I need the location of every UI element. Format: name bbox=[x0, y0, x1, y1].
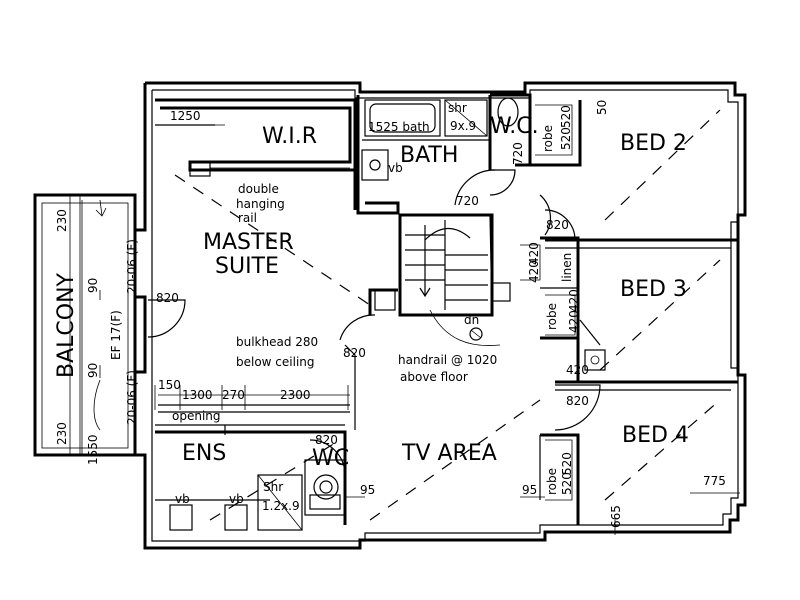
bulkhead-label-1: bulkhead 280 bbox=[236, 335, 318, 349]
dim-665: 665 bbox=[609, 505, 623, 528]
dim-2006-bot: 20-06 (F) bbox=[125, 370, 139, 425]
rail-label-1: double bbox=[238, 182, 279, 196]
robe-bed2-label: robe bbox=[541, 125, 555, 152]
dim-520-bed2b: 520 bbox=[559, 127, 573, 150]
dim-95-left: 95 bbox=[360, 483, 375, 497]
handrail-label-1: handrail @ 1020 bbox=[398, 353, 497, 367]
vanity-basin-bath-label: vb bbox=[388, 161, 403, 175]
dim-230-bot: 230 bbox=[55, 422, 69, 445]
dim-270: 270 bbox=[222, 388, 245, 402]
dim-420-d: 420 bbox=[567, 310, 581, 333]
room-label-tv-area: TV AREA bbox=[401, 441, 497, 466]
dim-820-stair: 820 bbox=[343, 346, 366, 360]
door-swings bbox=[147, 169, 601, 476]
dim-820-wc: 820 bbox=[315, 433, 338, 447]
dim-90-bot: 90 bbox=[86, 363, 100, 378]
dim-1550: 1550 bbox=[86, 434, 100, 465]
room-label-bed3: BED 3 bbox=[620, 277, 687, 302]
dim-420-bed3: 420 bbox=[566, 363, 589, 377]
shower-top-label-2: 9x.9 bbox=[450, 119, 476, 133]
handrail-label-2: above floor bbox=[400, 370, 468, 384]
dim-2006-top: 20-06 (F) bbox=[125, 239, 139, 294]
dim-420-c: 420 bbox=[567, 289, 581, 312]
dim-230-top: 230 bbox=[55, 209, 69, 232]
outer-walls bbox=[133, 81, 747, 550]
room-label-master-line1: MASTER bbox=[203, 230, 294, 255]
fixtures bbox=[155, 97, 606, 531]
dim-95-right: 95 bbox=[522, 483, 537, 497]
dim-820-bed4: 820 bbox=[566, 394, 589, 408]
shower-ens-label-2: 1.2x.9 bbox=[262, 499, 300, 513]
linen-label: linen bbox=[560, 253, 574, 282]
room-label-bed4: BED 4 bbox=[622, 423, 689, 448]
vanity-basin-ens-label-1: vb bbox=[175, 492, 190, 506]
dim-1250: 1250 bbox=[170, 109, 201, 123]
ceiling-diagonals bbox=[174, 109, 721, 521]
shower-top-label-1: shr bbox=[448, 101, 467, 115]
dim-50: 50 bbox=[595, 100, 609, 115]
rail-label-2: hanging bbox=[236, 197, 285, 211]
staircase: dn bbox=[374, 220, 511, 346]
dim-90-top: 90 bbox=[86, 278, 100, 293]
bulkhead-label-2: below ceiling bbox=[236, 355, 315, 369]
room-label-bed2: BED 2 bbox=[620, 131, 687, 156]
room-label-balcony: BALCONY bbox=[54, 272, 79, 378]
dim-720-wc: 720 bbox=[511, 142, 525, 165]
dim-1300: 1300 bbox=[182, 388, 213, 402]
dim-520-bed2a: 520 bbox=[559, 105, 573, 128]
dim-ef17: EF 17(F) bbox=[109, 310, 123, 360]
dim-150: 150 bbox=[158, 378, 181, 392]
dim-820-bed2: 820 bbox=[546, 218, 569, 232]
dim-420-a: 420 bbox=[527, 242, 541, 265]
dim-720-bath: 720 bbox=[456, 194, 479, 208]
room-label-bath: BATH bbox=[400, 143, 458, 168]
room-label-master-line2: SUITE bbox=[215, 254, 279, 279]
dim-820-master: 820 bbox=[156, 291, 179, 305]
shower-ens-label-1: Shr bbox=[263, 480, 283, 494]
opening-label: opening bbox=[172, 409, 221, 423]
bath-tub-label: 1525 bath bbox=[368, 120, 430, 134]
vanity-basin-ens-label-2: vb bbox=[229, 492, 244, 506]
robe-bed4-label: robe bbox=[545, 468, 559, 495]
room-label-wir: W.I.R bbox=[262, 124, 317, 149]
dimension-lines bbox=[72, 124, 740, 535]
dim-520-bed4b: 520 bbox=[560, 472, 574, 495]
interior-walls bbox=[155, 93, 738, 525]
dim-2300: 2300 bbox=[280, 388, 311, 402]
stair-down-label: dn bbox=[464, 313, 479, 327]
room-label-ens: ENS bbox=[182, 441, 226, 466]
dim-775: 775 bbox=[703, 474, 726, 488]
dim-420-b: 420 bbox=[527, 260, 541, 283]
room-label-wc-top: W.C. bbox=[490, 114, 539, 139]
dim-520-bed4a: 520 bbox=[560, 452, 574, 475]
room-label-wc-ens: WC bbox=[312, 446, 349, 471]
rail-label-3: rail bbox=[238, 211, 257, 225]
robe-bed3-label: robe bbox=[545, 303, 559, 330]
